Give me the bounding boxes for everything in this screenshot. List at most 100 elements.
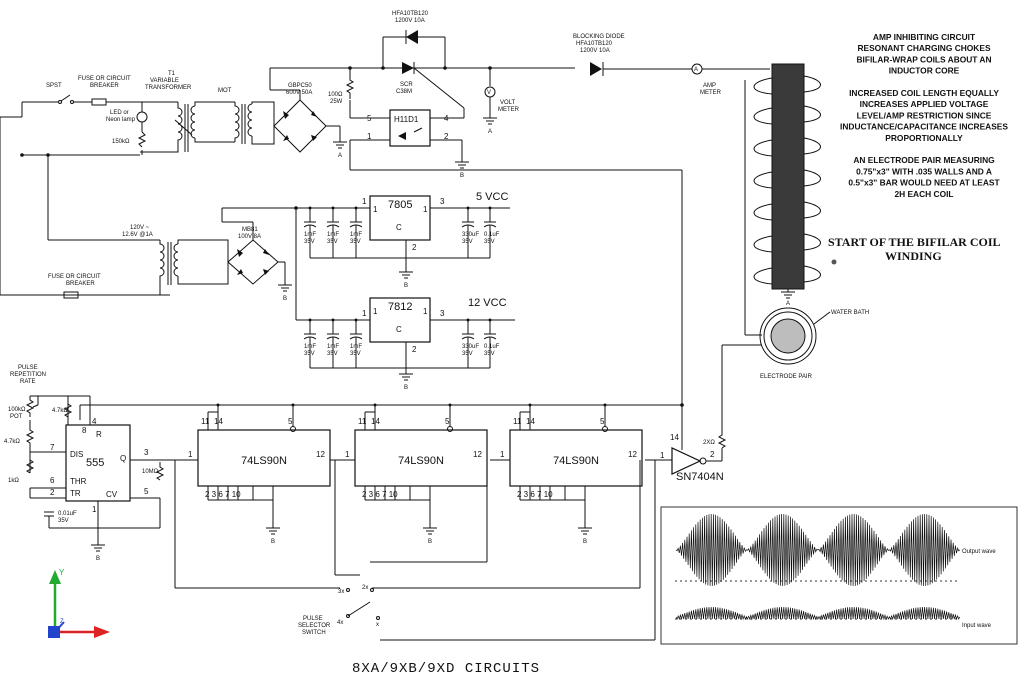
r100-label: 100Ω [328, 92, 343, 98]
sel-label-1: PULSE [303, 616, 323, 622]
scr-section: HFA10TB120 1200V 10A SCR C38M 100Ω 25W H… [328, 11, 683, 405]
r10m-label: 10MΩ [142, 469, 159, 475]
cap-voltage-label: 35V [350, 239, 361, 245]
diagram-title: 8XA/9XB/9XD CIRCUITS [352, 661, 540, 677]
c001-label-1: 0.01uF [58, 511, 77, 517]
note-line: INDUCTOR CORE [889, 66, 960, 76]
gbpc50-bridge: GBPC50 600V 50A A [269, 67, 575, 159]
electrode-label: ELECTRODE PAIR [760, 374, 813, 380]
gnd-a-3: A [786, 301, 790, 307]
reg1-label: 7805 [388, 199, 412, 211]
fuse-top-label-2: BREAKER [90, 83, 119, 89]
tr2-label-2: 12.6V @1A [122, 232, 153, 238]
sn-pin14: 14 [670, 433, 679, 442]
pulse-rate-label-2: REPETITION [10, 372, 46, 378]
t555-q: Q [120, 454, 126, 463]
input-wave-label: Input wave [962, 623, 992, 629]
w25-label: 25W [330, 99, 343, 105]
vcc12-label: 12 VCC [468, 297, 507, 309]
cap-value-label: 1mF [350, 344, 362, 350]
gnd-b-1: B [460, 173, 464, 179]
volt-label-2: METER [498, 107, 520, 113]
spst-label: SPST [46, 83, 62, 89]
start-label-1: START OF THE BIFILAR COIL [828, 235, 1001, 249]
mot-label: MOT [218, 88, 232, 94]
output-stage: BLOCKING DIODE HFA10TB120 1200V 10A A AM… [573, 34, 770, 96]
reg1-c: C [396, 223, 402, 232]
cap-value-label: 0.1uF [484, 232, 500, 238]
reg2-pin1-inner: 1 [373, 307, 378, 316]
counter-wiring [174, 459, 672, 641]
cap-value-label: 330uF [462, 232, 479, 238]
note-line: INDUCTANCE/CAPACITANCE INCREASES [840, 122, 1008, 132]
waveform-panel: Output wave Input wave [660, 506, 1018, 645]
gnd-b-2: B [283, 296, 287, 302]
pulse-selector-switch: 3x 2x 4x x PULSE SELECTOR SWITCH [298, 585, 380, 636]
t555-tr: TR [70, 489, 81, 498]
cap-voltage-label: 35V [327, 351, 338, 357]
counter-pin-11: 11 [513, 417, 522, 426]
cap-voltage-label: 35V [462, 351, 473, 357]
cap-value-label: 1mF [327, 344, 339, 350]
h11d1-label: H11D1 [394, 115, 419, 124]
pulse-rate-label-1: PULSE [18, 365, 38, 371]
coil-turns [753, 75, 821, 285]
reg2-label: 7812 [388, 301, 412, 313]
note-line: BIFILAR-WRAP COILS ABOUT AN [856, 54, 991, 64]
counter-pin-5: 5 [600, 417, 605, 426]
block-label-3: 1200V 10A [580, 48, 610, 54]
t555-thr: THR [70, 477, 87, 486]
variac-transformer: T1 VARIABLE TRANSFORMER [140, 71, 235, 153]
pot-label-1: 100kΩ [8, 407, 26, 413]
t555-p4: 4 [92, 417, 97, 426]
r2x-label: 2XΩ [703, 440, 715, 446]
counter-pin-11: 11 [358, 417, 367, 426]
sel-label-2: SELECTOR [298, 623, 331, 629]
vcc5-label: 5 VCC [476, 191, 508, 203]
note-line: LEVEL/AMP RESTRICTION SINCE [857, 110, 992, 120]
cap-voltage-label: 35V [350, 351, 361, 357]
tr2-label-1: 120V ~ [130, 225, 150, 231]
t1-label: T1 [168, 71, 176, 77]
ucs-axis-icon: Y Z [48, 568, 110, 638]
cap-voltage-label: 35V [462, 239, 473, 245]
note-line: 2H EACH COIL [894, 189, 953, 199]
amp-symbol: A [694, 67, 698, 73]
sel-x: x [376, 622, 379, 628]
reg1-pin3: 3 [440, 197, 445, 206]
led-label-2: Neon lamp [106, 117, 136, 123]
opto-pin-5: 5 [367, 114, 372, 123]
counter-pin-5: 5 [445, 417, 450, 426]
counter-pin-5: 5 [288, 417, 293, 426]
counter-chip-label: 74LS90N [553, 455, 599, 467]
r47k-label-b: 4.7kΩ [4, 439, 20, 445]
axis-z-label: Z [60, 619, 64, 625]
cap-voltage-label: 35V [304, 351, 315, 357]
opto-pin-1: 1 [367, 132, 372, 141]
reg2-pin2: 2 [412, 345, 417, 354]
fuse-top-label-1: FUSE OR CIRCUIT [78, 76, 131, 82]
reg1-pin1: 1 [362, 197, 367, 206]
cap-value-label: 1mF [327, 232, 339, 238]
reg2-pin3-inner: 1 [423, 307, 428, 316]
t555-p5: 5 [144, 487, 149, 496]
t555-r: R [96, 430, 102, 439]
t555-p2: 2 [50, 488, 55, 497]
counter-pin-12: 12 [628, 450, 637, 459]
reg2-pin3: 3 [440, 309, 445, 318]
start-label-2: WINDING [885, 249, 942, 263]
regulator-7805: 7805 1 1 C 1 3 2 5 VCC B 1mF35V1mF35V1mF… [294, 191, 510, 321]
reg2-pin1: 1 [362, 309, 367, 318]
counter-pin-1: 1 [345, 450, 350, 459]
counter-pin-14: 14 [526, 417, 535, 426]
cap-value-label: 1mF [304, 344, 316, 350]
r47k-label-a: 4.7kΩ [52, 408, 68, 414]
cap-voltage-label: 35V [327, 239, 338, 245]
mot-transformer: MOT [218, 88, 275, 145]
reg2-c: C [396, 325, 402, 334]
gnd-a-1: A [338, 153, 342, 159]
counter-pins-bottom: 2 3 6 7 10 [362, 490, 398, 499]
t555-cv: CV [106, 490, 118, 499]
t555-label: 555 [86, 457, 104, 469]
